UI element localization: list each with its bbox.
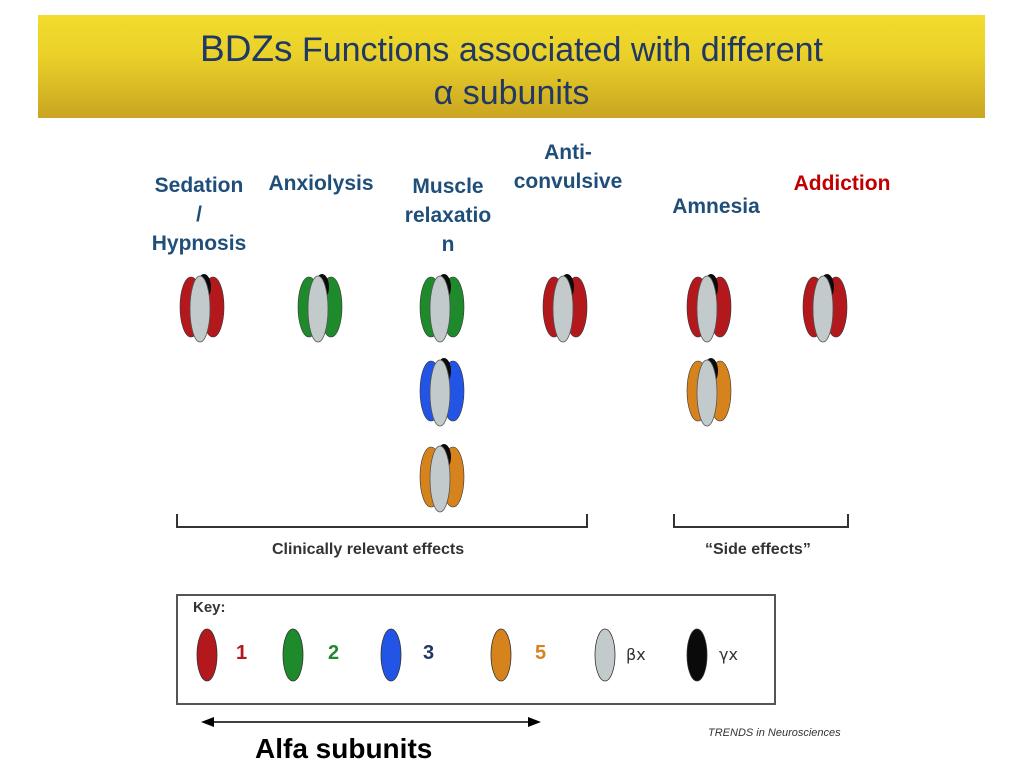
alfa-arrow-left-head — [201, 717, 214, 727]
beta-subunit — [696, 275, 718, 343]
key-box — [176, 594, 776, 705]
beta-subunit — [429, 359, 451, 427]
effect-label-anxiolysis: Anxiolysis — [268, 172, 374, 195]
key-label-alpha1: 1 — [236, 642, 248, 664]
clinical-bracket — [176, 514, 588, 528]
beta-subunit — [812, 275, 834, 343]
key-icon-alpha2 — [282, 628, 304, 682]
beta-subunit — [307, 275, 329, 343]
receptor-alpha3 — [419, 358, 465, 427]
receptor-alpha5 — [686, 358, 732, 427]
key-icon-alpha1 — [196, 628, 218, 682]
receptor-alpha1 — [179, 274, 225, 343]
key-label-alpha5: 5 — [535, 642, 547, 664]
key-label-gamma: γx — [719, 645, 738, 664]
clinical-effects-caption: Clinically relevant effects — [272, 541, 465, 558]
receptor-group — [179, 274, 848, 513]
key-icon-alpha3 — [380, 628, 402, 682]
side-effects-caption: “Side effects” — [705, 541, 811, 558]
receptor-alpha1 — [802, 274, 848, 343]
key-icons — [196, 628, 708, 682]
title-rest: Functions associated with different — [301, 31, 823, 69]
effect-label-amnesia: Amnesia — [672, 195, 760, 218]
receptor-alpha2 — [419, 274, 465, 343]
side-effects-bracket — [673, 514, 849, 528]
effect-label-muscle-relaxation: Muscle relaxatio n — [404, 175, 492, 256]
receptor-alpha5 — [419, 444, 465, 513]
title-banner — [38, 15, 985, 118]
beta-subunit — [429, 275, 451, 343]
receptor-alpha1 — [686, 274, 732, 343]
effect-label-anticonvulsive: Anti- convulsive — [513, 141, 623, 193]
key-title: Key: — [193, 599, 226, 616]
effect-label-sedation: Sedation / Hypnosis — [151, 174, 247, 255]
beta-subunit — [429, 445, 451, 513]
key-icon-alpha5 — [490, 628, 512, 682]
beta-subunit — [552, 275, 574, 343]
slide-title-line2: α subunits — [433, 74, 590, 112]
alfa-arrow-right-head — [528, 717, 541, 727]
beta-subunit — [696, 359, 718, 427]
key-icon-beta — [594, 628, 616, 682]
key-icon-gamma — [686, 628, 708, 682]
receptor-alpha1 — [542, 274, 588, 343]
key-label-alpha2: 2 — [328, 642, 340, 664]
source-credit: TRENDS in Neurosciences — [708, 727, 841, 739]
title-lead: BDZs — [200, 28, 293, 69]
effect-label-addiction: Addiction — [793, 172, 891, 195]
slide-title-line1: BDZs Functions associated with different — [38, 30, 985, 67]
key-label-alpha3: 3 — [423, 642, 435, 664]
beta-subunit — [189, 275, 211, 343]
receptor-alpha2 — [297, 274, 343, 343]
key-label-beta: βx — [626, 645, 646, 664]
alfa-subunits-caption: Alfa subunits — [255, 733, 433, 764]
